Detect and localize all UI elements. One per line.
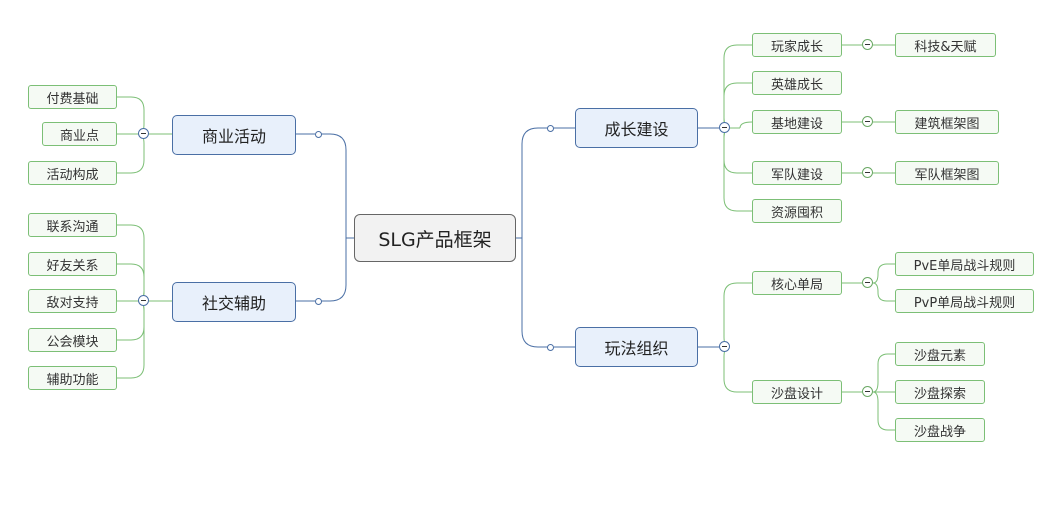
leaf-label: 沙盘战争 [913, 424, 966, 440]
collapse-gameplay-button[interactable] [719, 341, 730, 352]
connector-dot-gameplay [547, 344, 554, 351]
leaf-label: 核心单局 [770, 277, 823, 293]
leaf-social-2[interactable]: 好友关系 [28, 252, 117, 276]
collapse-gameplay-2-button[interactable] [862, 386, 873, 397]
leaf-social-5[interactable]: 辅助功能 [28, 366, 117, 390]
leaf-label: 辅助功能 [46, 372, 99, 388]
leaf-growth-4-child[interactable]: 军队框架图 [895, 161, 999, 185]
leaf-growth-1-child[interactable]: 科技&天赋 [895, 33, 996, 57]
connector-root-growth [516, 127, 548, 239]
leaf-label: 好友关系 [46, 258, 99, 274]
collapse-commerce-button[interactable] [138, 128, 149, 139]
root-topic[interactable]: SLG产品框架 [354, 214, 516, 262]
leaf-label: 联系沟通 [46, 219, 99, 235]
leaf-growth-1[interactable]: 玩家成长 [752, 33, 842, 57]
leaf-label: 沙盘元素 [913, 348, 966, 364]
root-topic-label: SLG产品框架 [378, 228, 492, 251]
topic-growth-label: 成长建设 [604, 120, 669, 139]
leaf-gameplay-1-child-1[interactable]: PvE单局战斗规则 [895, 252, 1034, 276]
leaf-commerce-3[interactable]: 活动构成 [28, 161, 117, 185]
leaf-social-3[interactable]: 敌对支持 [28, 289, 117, 313]
connector-root-commerce [321, 133, 354, 239]
leaf-label: 商业点 [59, 128, 99, 144]
leaf-label: 英雄成长 [770, 77, 823, 93]
leaf-label: 军队建设 [770, 167, 823, 183]
leaf-growth-3-child[interactable]: 建筑框架图 [895, 110, 999, 134]
leaf-growth-5[interactable]: 资源囤积 [752, 199, 842, 223]
leaf-label: 玩家成长 [770, 39, 823, 55]
topic-gameplay-label: 玩法组织 [604, 339, 669, 358]
leaf-label: 公会模块 [46, 334, 99, 350]
leaf-growth-2[interactable]: 英雄成长 [752, 71, 842, 95]
leaf-label: 科技&天赋 [914, 39, 977, 55]
leaf-label: PvE单局战斗规则 [913, 258, 1016, 274]
collapse-social-button[interactable] [138, 295, 149, 306]
connector-dot-growth [547, 125, 554, 132]
topic-commerce-label: 商业活动 [201, 127, 266, 146]
collapse-growth-button[interactable] [719, 122, 730, 133]
topic-social-label: 社交辅助 [201, 294, 266, 313]
leaf-commerce-1[interactable]: 付费基础 [28, 85, 117, 109]
leaf-social-1[interactable]: 联系沟通 [28, 213, 117, 237]
topic-gameplay[interactable]: 玩法组织 [575, 327, 698, 367]
leaf-label: 资源囤积 [770, 205, 823, 221]
leaf-label: 沙盘探索 [913, 386, 966, 402]
collapse-growth-4-button[interactable] [862, 167, 873, 178]
leaf-label: 军队框架图 [914, 167, 980, 183]
connector-dot-commerce [315, 131, 322, 138]
leaf-growth-3[interactable]: 基地建设 [752, 110, 842, 134]
leaf-label: 建筑框架图 [914, 116, 980, 132]
collapse-growth-1-button[interactable] [862, 39, 873, 50]
leaf-gameplay-2-child-1[interactable]: 沙盘元素 [895, 342, 985, 366]
leaf-label: 付费基础 [46, 91, 99, 107]
leaf-label: PvP单局战斗规则 [913, 295, 1016, 311]
collapse-growth-3-button[interactable] [862, 116, 873, 127]
connector-root-gameplay [516, 237, 548, 348]
topic-commerce[interactable]: 商业活动 [172, 115, 296, 155]
topic-social[interactable]: 社交辅助 [172, 282, 296, 322]
collapse-gameplay-1-button[interactable] [862, 277, 873, 288]
connector-root-social [321, 237, 354, 302]
topic-growth[interactable]: 成长建设 [575, 108, 698, 148]
leaf-gameplay-2[interactable]: 沙盘设计 [752, 380, 842, 404]
leaf-gameplay-1[interactable]: 核心单局 [752, 271, 842, 295]
leaf-label: 敌对支持 [46, 295, 99, 311]
leaf-label: 沙盘设计 [770, 386, 823, 402]
leaf-commerce-2[interactable]: 商业点 [42, 122, 117, 146]
connector-dot-social [315, 298, 322, 305]
leaf-gameplay-1-child-2[interactable]: PvP单局战斗规则 [895, 289, 1034, 313]
leaf-growth-4[interactable]: 军队建设 [752, 161, 842, 185]
leaf-label: 基地建设 [770, 116, 823, 132]
leaf-label: 活动构成 [46, 167, 99, 183]
leaf-social-4[interactable]: 公会模块 [28, 328, 117, 352]
leaf-gameplay-2-child-2[interactable]: 沙盘探索 [895, 380, 985, 404]
leaf-gameplay-2-child-3[interactable]: 沙盘战争 [895, 418, 985, 442]
